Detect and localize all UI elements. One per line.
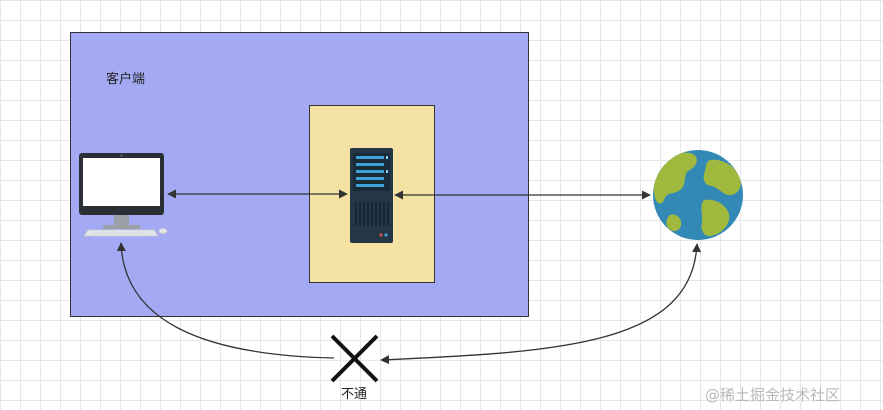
connector-computer-blocked [116, 242, 335, 359]
client-region-label: 客户端 [106, 72, 146, 87]
desktop-computer-icon [79, 153, 168, 237]
watermark-text: @稀土掘金技术社区 [705, 386, 841, 404]
x-cross-icon [330, 334, 379, 383]
globe-icon [653, 150, 743, 240]
server-rack-icon [350, 148, 393, 243]
connector-blocked-internet [380, 243, 702, 365]
blocked-label: 不通 [341, 387, 368, 402]
